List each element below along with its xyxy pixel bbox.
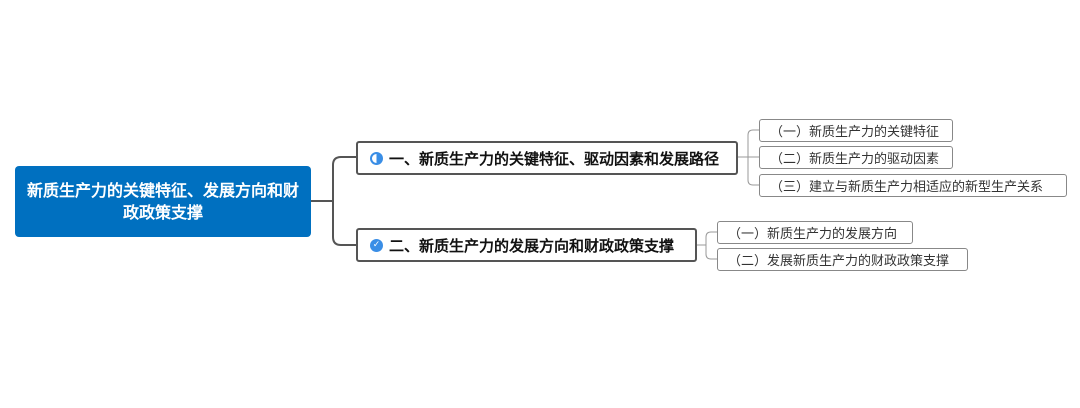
subtopic[interactable]: （一）新质生产力的关键特征: [759, 119, 953, 142]
subtopic-label: （二）发展新质生产力的财政政策支撑: [728, 254, 950, 269]
subtopic-label: （二）新质生产力的驱动因素: [770, 152, 940, 167]
subtopic-label: （一）新质生产力的关键特征: [770, 125, 940, 140]
half-progress-icon: [370, 151, 383, 165]
subtopic-label: （一）新质生产力的发展方向: [728, 227, 898, 242]
branch-topic-label: 一、新质生产力的关键特征、驱动因素和发展路径: [389, 149, 720, 168]
subtopic[interactable]: （二）新质生产力的驱动因素: [759, 146, 953, 169]
subtopic[interactable]: （二）发展新质生产力的财政政策支撑: [717, 248, 968, 271]
subtopic[interactable]: （三）建立与新质生产力相适应的新型生产关系: [759, 174, 1067, 197]
root-topic-label: 新质生产力的关键特征、发展方向和财政政策支撑: [26, 180, 299, 222]
subtopic-label: （三）建立与新质生产力相适应的新型生产关系: [770, 180, 1044, 195]
subtopic[interactable]: （一）新质生产力的发展方向: [717, 221, 913, 244]
branch-topic-1[interactable]: 一、新质生产力的关键特征、驱动因素和发展路径: [356, 141, 738, 175]
branch1-leaf-connector: [747, 129, 759, 186]
branch-topic-label: 二、新质生产力的发展方向和财政政策支撑: [389, 236, 675, 255]
branch2-leaf-connector: [705, 231, 717, 260]
root-topic[interactable]: 新质生产力的关键特征、发展方向和财政政策支撑: [15, 166, 311, 237]
branch-topic-2[interactable]: ✓ 二、新质生产力的发展方向和财政政策支撑: [356, 228, 697, 262]
branch-connector: [332, 156, 356, 246]
done-check-icon: ✓: [370, 238, 383, 252]
